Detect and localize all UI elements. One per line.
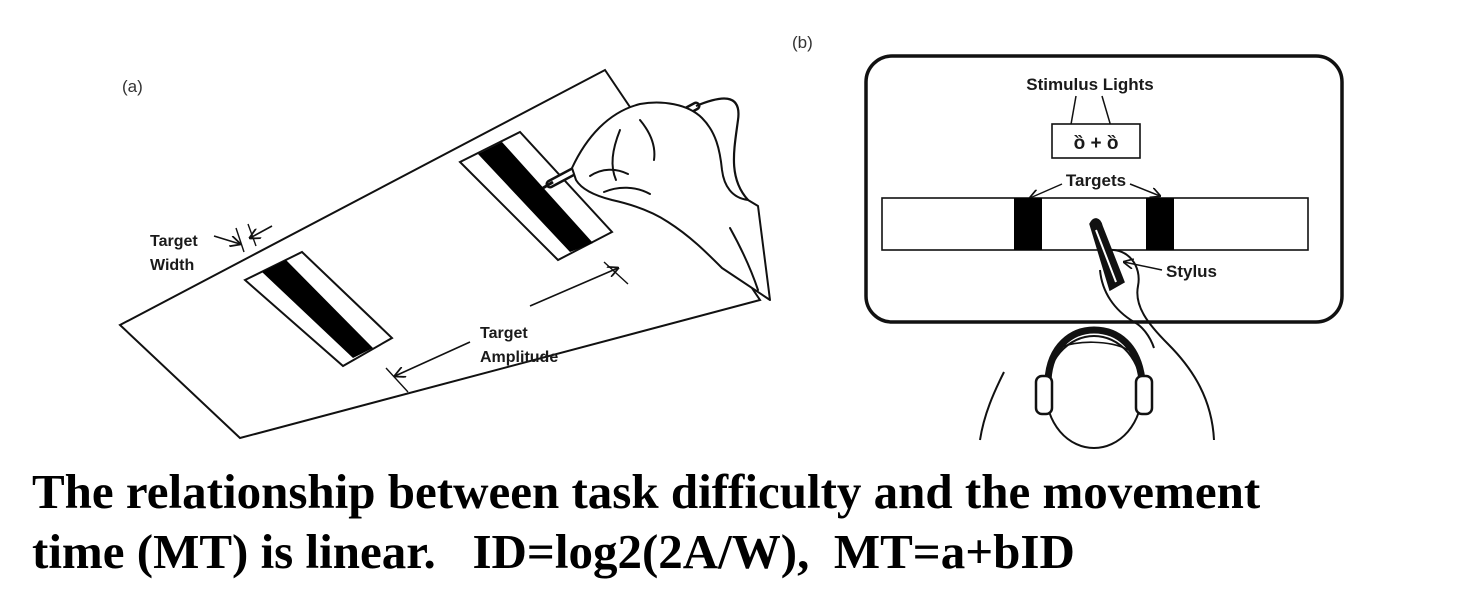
headphone-band [1044,326,1146,381]
right-arm-outline [1107,248,1215,441]
stylus-arrow [1124,262,1163,271]
panel-a-letter: (a) [122,77,143,96]
panel-a: (a) Target Width [118,68,771,440]
headphone-right-cup [1134,374,1154,416]
stimulus-lights-box [1051,123,1141,159]
subject-head [1034,326,1154,449]
stylus-label: Stylus [1166,262,1217,281]
target-width-label-line1: Target [150,233,198,250]
left-target-strip [262,260,373,358]
target-width-label: Target Width [150,233,202,274]
target-width-label-line2: Width [150,257,194,274]
head-outline [1045,335,1143,449]
target-width-dimension [213,223,273,253]
target-amplitude-dimension [385,261,629,393]
right-target-block [1146,198,1174,250]
fitts-apparatus-illustration: (a) Target Width [118,33,1344,449]
stylus-in-hand [1089,218,1125,292]
right-target-plate [458,130,614,262]
targets-arrow-left [1030,183,1063,198]
apparatus-frame [864,54,1344,324]
stimulus-lights-label: Stimulus Lights [1026,75,1154,94]
target-amplitude-label-line1: Target [480,325,528,342]
stimulus-lights-symbols: ȍ + ȍ [1074,133,1119,154]
targets-label: Targets [1066,171,1126,190]
caption-line-2: time (MT) is linear. ID=log2(2A/W), MT=a… [32,524,1075,579]
left-target-block [1014,198,1042,250]
right-target-strip [478,142,593,252]
headphone-left-cup [1034,374,1054,416]
hand-outline [1099,269,1155,349]
hand-holding-stylus [571,101,771,301]
panel-b-letter: (b) [792,33,813,52]
target-amplitude-label: Target Amplitude [480,325,558,366]
target-amplitude-label-line2: Amplitude [480,349,558,366]
figure-caption: The relationship between task difficulty… [32,462,1452,582]
targets-arrow-right [1129,183,1160,196]
left-target-plate [243,250,394,368]
panel-b: (b) Stimulus Lights ȍ + ȍ Targets Stylus [792,33,1344,449]
caption-line-1: The relationship between task difficulty… [32,464,1261,519]
left-arm-outline [979,371,1005,441]
